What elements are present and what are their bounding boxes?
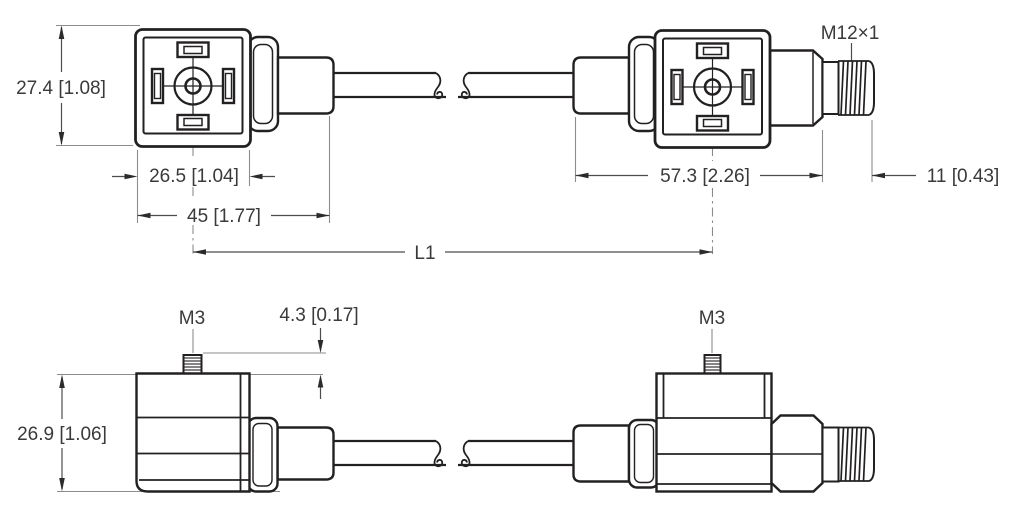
dim-right-connector-label: 57.3 [2.26] [660, 166, 750, 187]
m12-thread [837, 60, 875, 116]
dim-front-height-label: 27.4 [1.08] [16, 78, 106, 99]
thread-spec-label: M12×1 [821, 23, 880, 44]
dim-thread-length-label: 11 [0.43] [927, 166, 1000, 187]
m12-shank [821, 61, 840, 115]
cable-break [433, 440, 444, 468]
m12-shank-side [821, 426, 840, 483]
screw-label-right: M3 [699, 308, 725, 329]
cable-break [460, 72, 471, 100]
cable-side [333, 439, 574, 468]
right-cable-gland-side [572, 424, 631, 483]
cable-break [433, 72, 444, 100]
dim-depth-label: 45 [1.77] [187, 206, 261, 227]
m12-connector-body [768, 49, 824, 127]
screw-label-left: M3 [179, 308, 205, 329]
right-cable-gland [572, 56, 631, 115]
dim-cable-length-label: L1 [414, 243, 435, 264]
valve-plug-face-right [653, 29, 772, 149]
left-cable-gland [276, 56, 335, 115]
left-latch-clip [246, 35, 280, 133]
top-view [134, 28, 875, 149]
left-cable-gland-side [276, 426, 335, 481]
valve-plug-face-left [134, 28, 252, 148]
cable [333, 71, 574, 100]
dim-screw-protrusion-label: 4.3 [0.17] [279, 305, 358, 326]
valve-plug-body-side-left [135, 354, 251, 493]
right-latch-side [627, 418, 661, 489]
m12-thread-side [837, 426, 875, 482]
dimension-annotations: 27.4 [1.08] 26.5 [1.04] 45 [1.77] L1 57.… [16, 23, 1000, 493]
cable-break [460, 440, 471, 468]
dim-front-width-label: 26.5 [1.04] [149, 166, 239, 187]
bottom-view [135, 354, 875, 493]
valve-plug-body-side-right [655, 354, 773, 493]
dim-side-height-label: 26.9 [1.06] [17, 424, 107, 445]
